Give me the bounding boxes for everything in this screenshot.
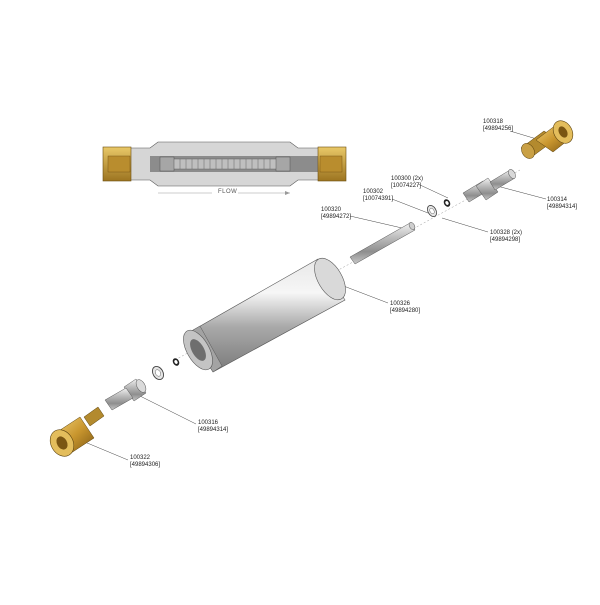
fitting-100314: [462, 169, 516, 203]
callout-reference: [49894298]: [490, 237, 521, 243]
callout-reference: [49894280]: [390, 308, 421, 314]
brass-cap-100322: [49, 406, 105, 457]
callout-100316: 100316 [49894314]: [198, 420, 228, 434]
callout-part-number: 100322: [130, 455, 151, 461]
callout-100314: 100314 [49894314]: [547, 197, 577, 211]
callout-reference: [10074227]: [391, 183, 422, 189]
callout-100328: 100328 (2x) [49894298]: [490, 230, 522, 244]
callout-reference: [49894272]: [321, 214, 352, 220]
callout-100322: 100322 [49894306]: [130, 455, 160, 469]
cross-section-view: [102, 141, 347, 195]
callout-reference: [49894314]: [198, 427, 229, 433]
brass-cap-100318: [520, 120, 574, 159]
callout-reference: [10074391]: [363, 196, 394, 202]
callout-100320: 100320 [49894272]: [321, 207, 351, 221]
fitting-100316: [104, 378, 147, 411]
callout-100326: 100326 [49894280]: [390, 301, 420, 315]
callout-part-number: 100328 (2x): [490, 230, 523, 236]
callout-reference: [49894314]: [547, 204, 578, 210]
callout-part-number: 100302: [363, 189, 384, 195]
flow-label: FLOW: [218, 189, 238, 195]
callout-part-number: 100300 (2x): [391, 176, 424, 182]
callout-100300: 100300 (2x) [10074227]: [391, 176, 423, 190]
main-tube-100326: [183, 257, 346, 373]
washers-top: [427, 199, 451, 217]
callout-part-number: 100320: [321, 207, 342, 213]
callout-reference: [49894256]: [483, 126, 514, 132]
callout-part-number: 100316: [198, 420, 219, 426]
callout-part-number: 100318: [483, 119, 504, 125]
callout-part-number: 100326: [390, 301, 411, 307]
callout-100302: 100302 [10074391]: [363, 189, 393, 203]
washers-bottom: [151, 358, 180, 381]
callout-100318: 100318 [49894256]: [483, 119, 513, 133]
rod-100320: [349, 222, 416, 265]
callout-part-number: 100314: [547, 197, 568, 203]
callout-reference: [49894306]: [130, 462, 161, 468]
